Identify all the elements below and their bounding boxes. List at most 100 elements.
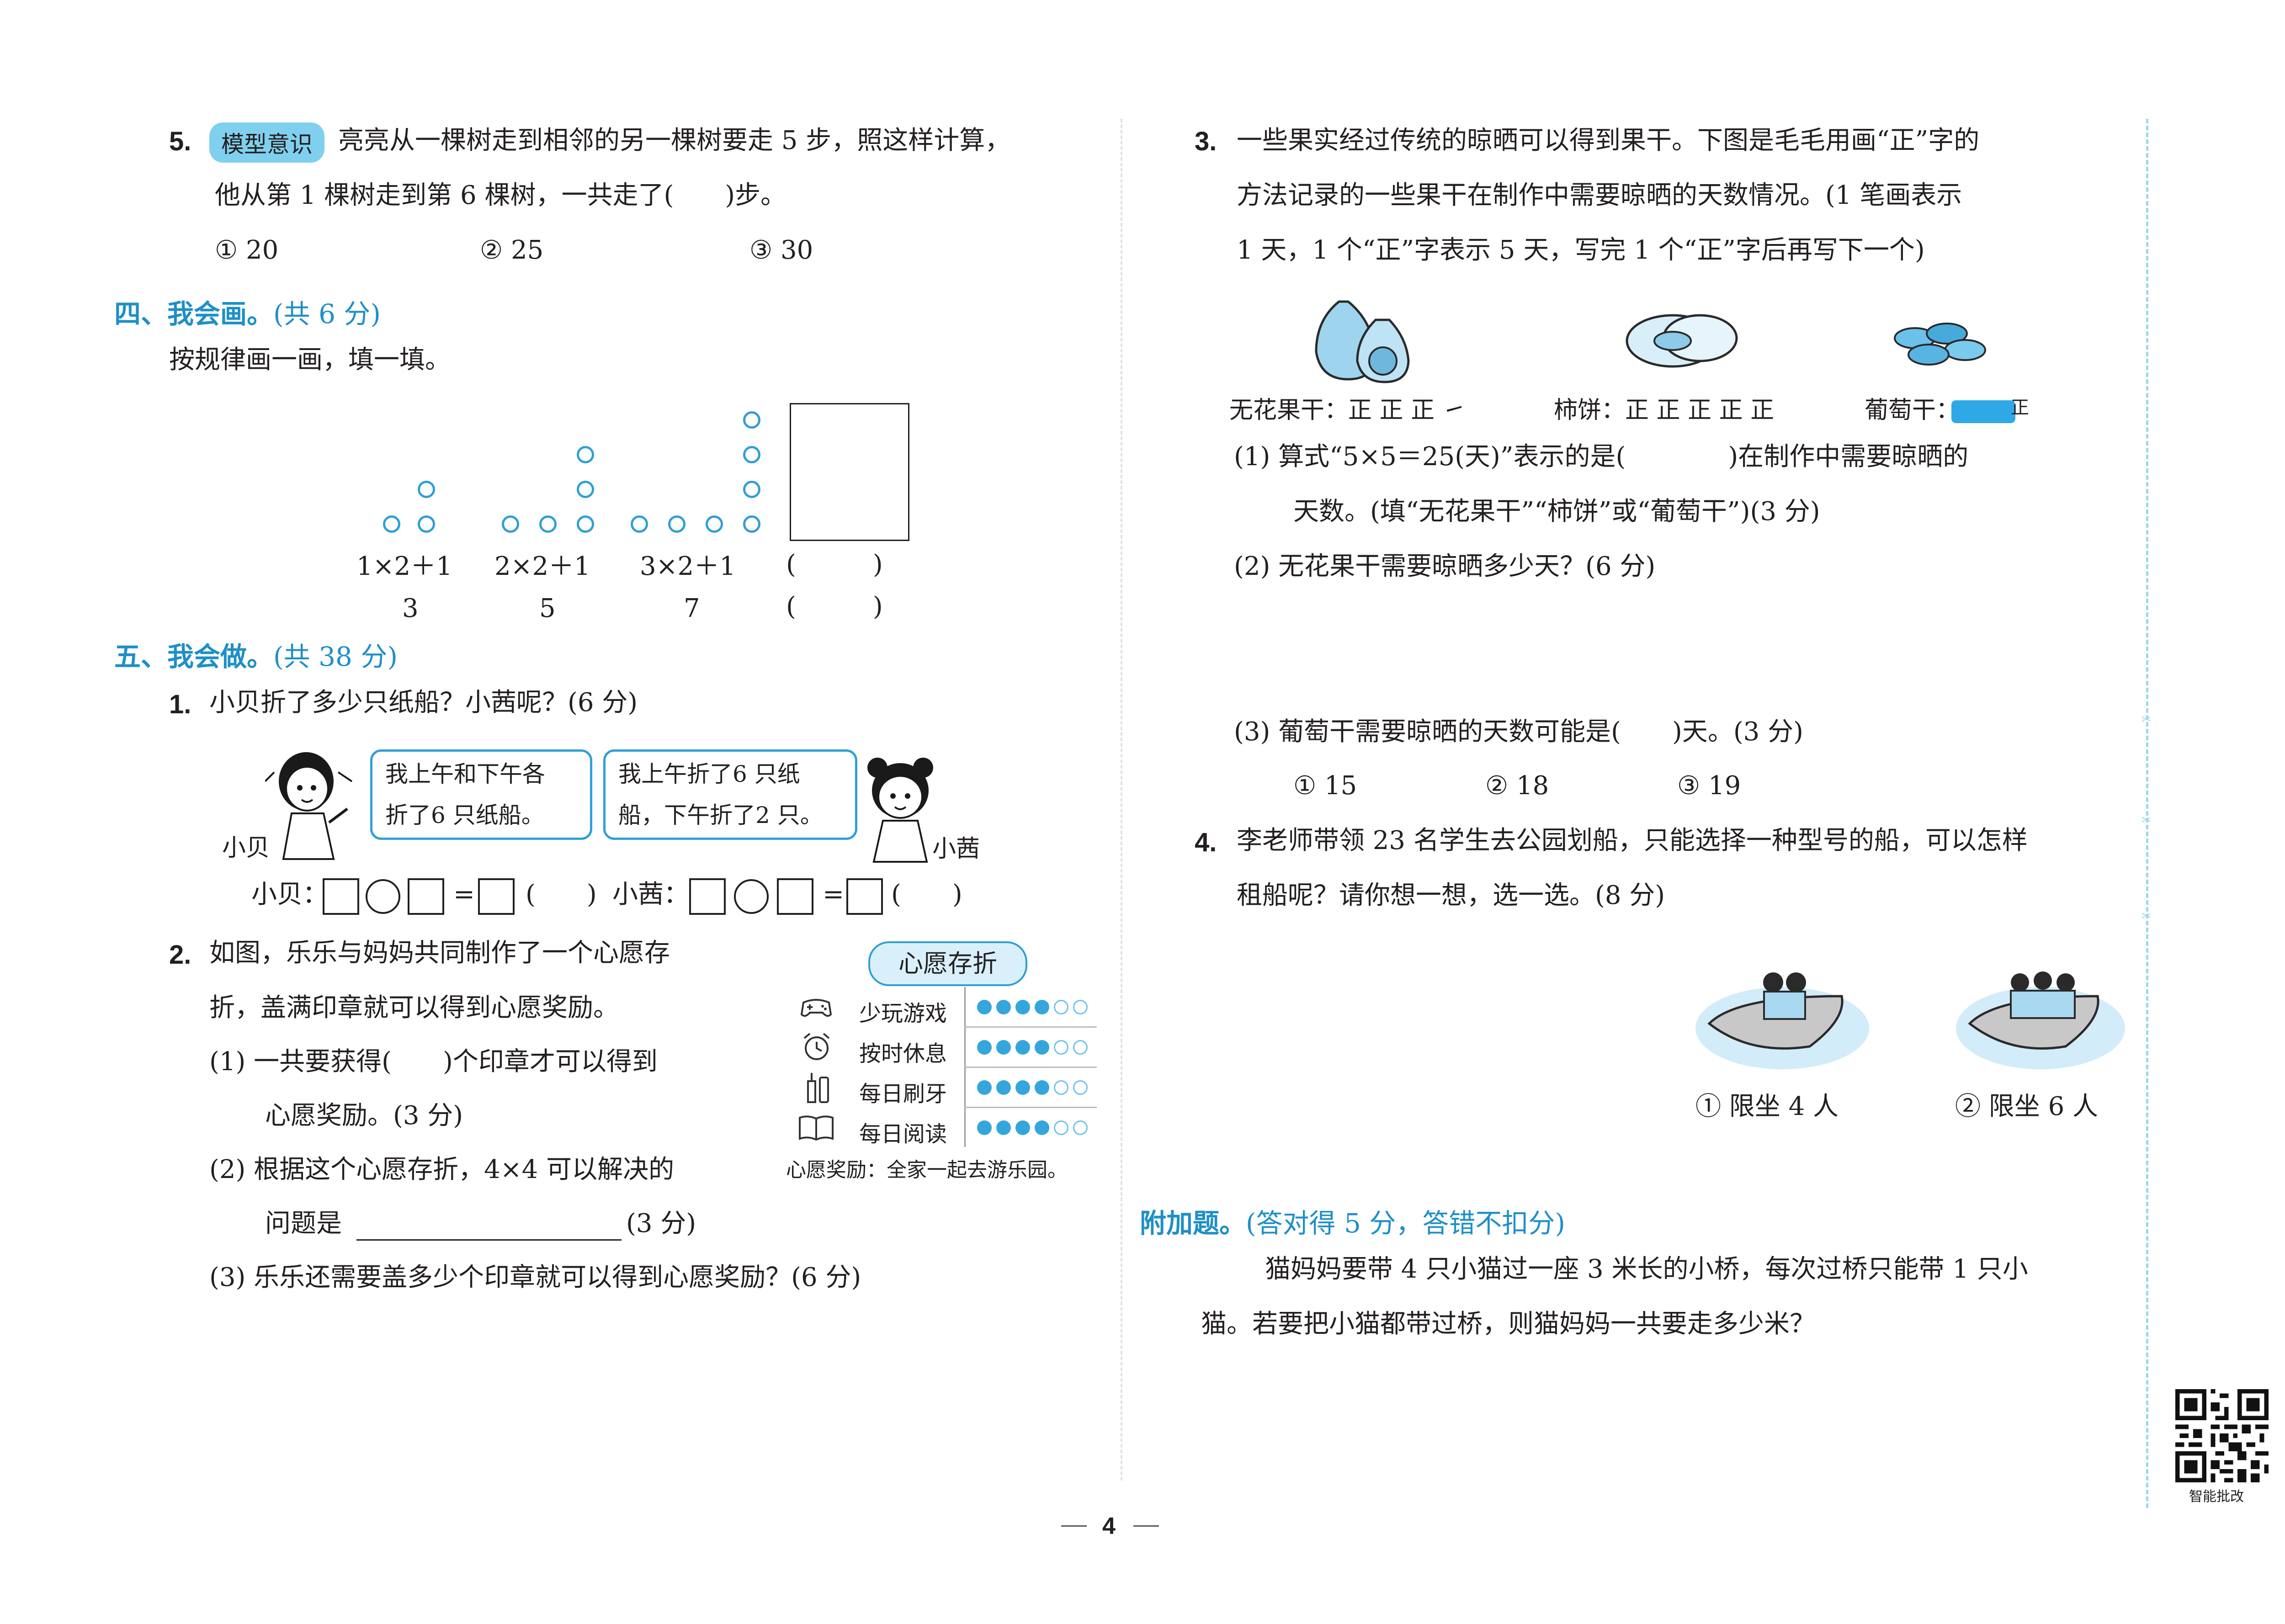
binding-line (2146, 119, 2148, 1508)
section-4-points: (共 6 分) (273, 298, 381, 329)
result-3: 7 (684, 594, 700, 623)
binding-mark: ✂ (2142, 813, 2152, 827)
footer-rule-right (1133, 1525, 1159, 1527)
q2-sub1-line1: (1) 一共要获得( )个印章才可以得到 (209, 1047, 658, 1077)
wish-card: 少玩游戏 按时休息 每日刷牙 每日阅读 (791, 987, 1097, 1147)
answer-box[interactable] (323, 878, 359, 915)
stamp-filled (1015, 1000, 1030, 1014)
expression-blank[interactable]: ( ) (786, 550, 883, 579)
row-label: 每日阅读 (859, 1121, 947, 1147)
name-xiaobei: 小贝 (222, 834, 270, 862)
stamp-empty (1054, 1120, 1068, 1135)
dot (383, 515, 400, 533)
q5-option-3[interactable]: ③ 30 (749, 235, 813, 265)
stamp-empty (1073, 1000, 1088, 1014)
unit-blank[interactable]: ( ) (526, 880, 597, 909)
q4-text-line1: 李老师带领 23 名学生去公园划船，只能选择一种型号的船，可以怎样 (1237, 826, 2028, 855)
q3-sub2: (2) 无花果干需要晾晒多少天？(6 分) (1234, 552, 1656, 581)
fig-tally-marks: 正 正 正 ㇀ (1348, 397, 1466, 424)
stamp-filled (977, 1120, 992, 1135)
row-rule (964, 1107, 1097, 1108)
persimmon-cake-illustration (1626, 314, 1738, 368)
stamp-filled (996, 1000, 1011, 1014)
answer-box[interactable] (689, 878, 726, 915)
operator-circle[interactable] (734, 879, 769, 914)
alarm-clock-icon (803, 1033, 830, 1060)
page-number: 4 (1102, 1513, 1116, 1539)
q5-text-line2: 他从第 1 棵树走到第 6 棵树，一共走了( )步。 (215, 180, 786, 210)
q2-sub2-line2: 问题是 (265, 1209, 342, 1238)
section-4-title: 四、我会画。 (114, 298, 274, 329)
qr-code[interactable] (2175, 1389, 2269, 1482)
binding-mark: ✂ (2142, 909, 2152, 923)
stamp-empty (1073, 1040, 1088, 1055)
dot (706, 515, 723, 533)
section-5-title: 五、我会做。 (114, 641, 274, 672)
dot (539, 515, 557, 533)
result-blank[interactable]: ( ) (786, 592, 883, 621)
bubble-line: 我上午和下午各 (385, 761, 545, 787)
answer-underline[interactable] (356, 1239, 622, 1241)
answer-box[interactable] (408, 878, 444, 915)
q2-sub2-points: (3 分) (626, 1209, 696, 1238)
qr-label: 智能批改 (2189, 1489, 2244, 1505)
bubble-line: 折了6 只纸船。 (385, 802, 544, 828)
result-2: 5 (539, 594, 556, 623)
operator-circle[interactable] (366, 879, 400, 914)
q5-option-1[interactable]: ① 20 (215, 235, 279, 265)
section-4-heading: 四、我会画。(共 6 分) (114, 292, 381, 331)
dot (418, 515, 435, 533)
q3-option-3[interactable]: ③ 19 (1677, 771, 1741, 801)
girl-xiaoqian-illustration (867, 758, 933, 863)
wish-row: 少玩游戏 (791, 987, 1097, 1028)
q5-text-line1: 亮亮从一棵树走到相邻的另一棵树要走 5 步，照这样计算， (338, 126, 1011, 155)
answer-box[interactable] (846, 878, 883, 915)
binding-mark: ✂ (2142, 713, 2152, 727)
stamp-filled (996, 1080, 1011, 1095)
stamp-filled (996, 1120, 1011, 1135)
extra-text-line2: 猫。若要把小猫都带过桥，则猫妈妈一共要走多少米？ (1201, 1309, 1815, 1339)
raisin-illustration (1894, 323, 1986, 366)
stamp-empty (1054, 1000, 1068, 1014)
model-awareness-tag: 模型意识 (209, 122, 324, 163)
unit-blank[interactable]: ( ) (891, 880, 962, 909)
gamepad-icon (800, 999, 832, 1017)
bubble-line: 船，下午折了2 只。 (618, 802, 823, 828)
dot (418, 481, 435, 498)
answer-box[interactable] (478, 878, 515, 915)
q5-option-2[interactable]: ② 25 (480, 235, 544, 265)
fig-illustration (1315, 300, 1410, 383)
boat-option-2[interactable]: ② 限坐 6 人 (1955, 1092, 2099, 1121)
stamp-empty (1054, 1080, 1068, 1095)
q3-text-line3: 1 天，1 个“正”字表示 5 天，写完 1 个“正”字后再写下一个) (1237, 235, 1925, 265)
q3-option-2[interactable]: ② 18 (1485, 771, 1549, 801)
stamp-filled (977, 1040, 992, 1055)
dot (743, 446, 760, 463)
q3-text-line1: 一些果实经过传统的晾晒可以得到果干。下图是毛毛用画“正”字的 (1237, 126, 1980, 155)
name-xiaoqian: 小茜 (932, 835, 980, 863)
stamp-filled (1035, 1120, 1049, 1135)
dot (577, 481, 594, 498)
q2-text-line2: 折，盖满印章就可以得到心愿奖励。 (209, 993, 619, 1023)
row-rule (964, 1067, 1097, 1068)
bubble-line: 我上午折了6 只纸 (618, 761, 800, 787)
extra-title: 附加题。 (1140, 1208, 1246, 1239)
answer-box[interactable] (777, 878, 813, 915)
q2-sub1-line2: 心愿奖励。(3 分) (265, 1101, 463, 1130)
stamp-filled (1035, 1080, 1049, 1095)
stamp-filled (977, 1080, 992, 1095)
boat-option-1[interactable]: ① 限坐 4 人 (1695, 1092, 1839, 1121)
dot (743, 481, 760, 498)
stamp-filled (977, 1000, 992, 1014)
expression-1: 1×2＋1 (356, 552, 452, 581)
drawing-box[interactable] (790, 403, 909, 541)
question-number: 1. (169, 690, 191, 719)
raisin-tally: 葡萄干： (1865, 398, 1960, 422)
q3-sub1-line2: 天数。(填“无花果干”“柿饼”或“葡萄干”)(3 分) (1293, 497, 1820, 526)
q3-sub1-line1: (1) 算式“5×5＝25(天)”表示的是( )在制作中需要晾晒的 (1234, 442, 1969, 472)
stamp-filled (1035, 1040, 1049, 1055)
boat-6-seat-illustration (1956, 971, 2125, 1069)
dot (577, 446, 594, 463)
q4-text-line2: 租船呢？请你想一想，选一选。(8 分) (1237, 881, 1665, 910)
q3-option-1[interactable]: ① 15 (1293, 771, 1357, 801)
